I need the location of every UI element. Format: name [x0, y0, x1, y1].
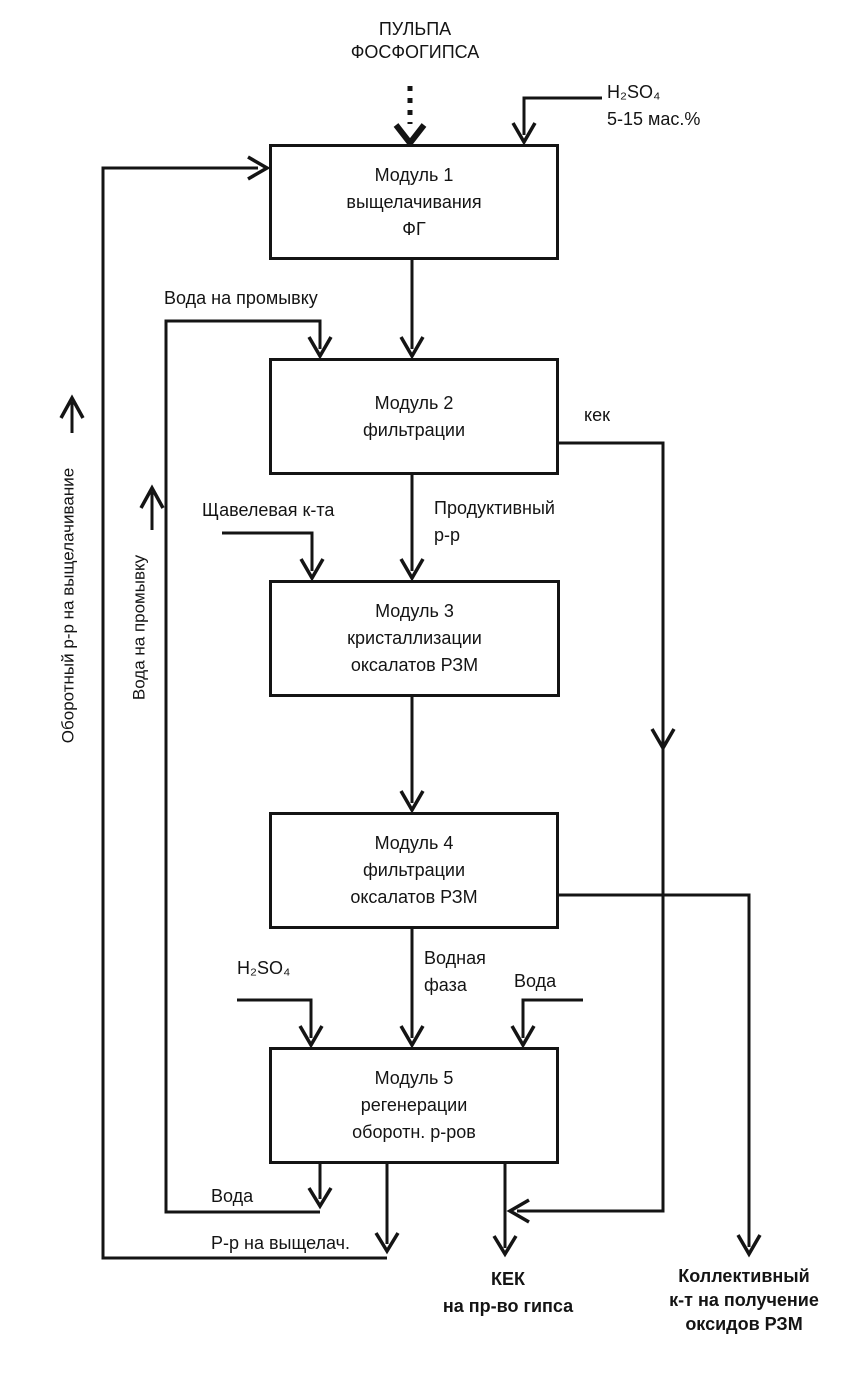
cake-to-gypsum-label: КЕК на пр-во гипса: [442, 1269, 574, 1316]
water-out-label: Вода: [211, 1186, 254, 1206]
sulfuric-acid-bottom-arrow: [237, 998, 324, 1049]
water-for-washing-rotated-label: Вода на промывку: [129, 554, 149, 701]
water-wash-recycle-line: [139, 319, 333, 1214]
cake-line: [506, 441, 676, 1224]
sulfuric-acid-top-label: H₂SO₄ 5-15 мас.%: [607, 82, 701, 129]
solution-to-leaching-label: Р-р на выщелач.: [211, 1233, 350, 1253]
pulp-label: ПУЛЬПА ФОСФОГИПСА: [350, 19, 480, 62]
module-4-label: Модуль 4 фильтрации оксалатов РЗМ: [350, 833, 478, 907]
module-1-label: Модуль 1 выщелачивания ФГ: [346, 164, 482, 239]
module-2-label: Модуль 2 фильтрации: [362, 392, 466, 440]
recycled-solution-rotated-label: Оборотный р-р на выщелачивание: [58, 467, 78, 744]
leach-solution-recycle-line: [59, 155, 400, 1260]
aqueous-phase-label: Водная фаза: [424, 948, 486, 995]
module-5-label: Модуль 5 регенерации оборотн. р-ров: [352, 1068, 476, 1142]
module3-to-module4-arrow: [399, 696, 425, 814]
module1-to-module2-arrow: [399, 258, 425, 360]
collective-concentrate-line: [557, 893, 762, 1258]
collective-concentrate-label: Коллективный к-т на получение оксидов РЗ…: [669, 1266, 819, 1334]
cake-output-arrow: [492, 1163, 518, 1258]
productive-solution-label: Продуктивный р-р: [434, 498, 555, 545]
module-5-box: Модуль 5 регенерации оборотн. р-ров: [269, 1047, 559, 1164]
module-4-box: Модуль 4 фильтрации оксалатов РЗМ: [269, 812, 559, 929]
module-1-box: Модуль 1 выщелачивания ФГ: [269, 144, 559, 260]
module4-to-module5-arrow: [399, 928, 425, 1049]
water-for-washing-label: Вода на промывку: [164, 288, 318, 308]
module-3-box: Модуль 3 кристаллизации оксалатов РЗМ: [269, 580, 560, 697]
module2-to-module3-arrow: [399, 473, 425, 582]
module-2-box: Модуль 2 фильтрации: [269, 358, 559, 475]
cake-label: кек: [584, 405, 610, 425]
oxalic-acid-arrow: [222, 531, 325, 582]
sulfuric-acid-bottom-label: H₂SO₄: [237, 958, 291, 978]
water-feed-arrow: [510, 998, 583, 1049]
water-feed-label: Вода: [514, 971, 557, 991]
pulp-feed-arrow: [393, 86, 427, 148]
module-3-label: Модуль 3 кристаллизации оксалатов РЗМ: [347, 601, 482, 675]
sulfuric-acid-top-arrow: [511, 96, 602, 146]
oxalic-acid-label: Щавелевая к-та: [202, 500, 335, 520]
